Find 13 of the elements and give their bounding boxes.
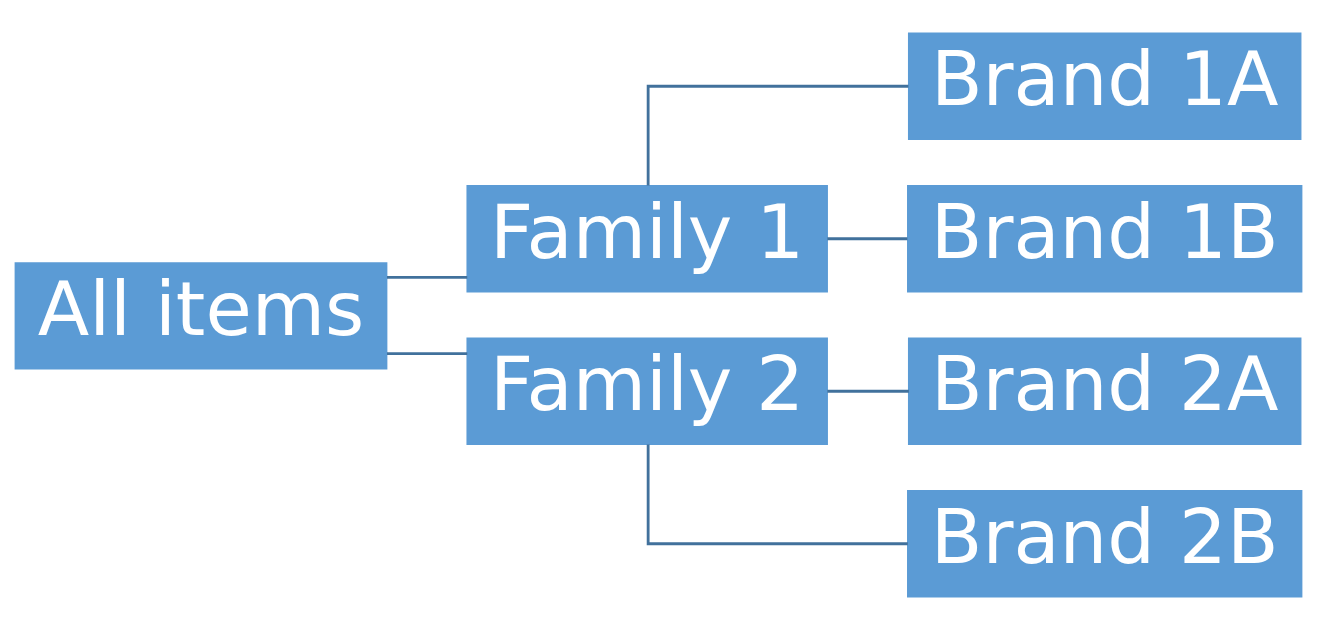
connector [827,237,908,241]
node-box: Brand 2A [907,337,1302,445]
node-box: Family 1 [466,185,828,293]
connector [387,352,468,355]
node-box: All items [14,262,388,370]
connector [646,444,908,546]
node-box: Brand 1B [907,185,1303,293]
connector [387,275,468,279]
connector [646,84,909,186]
node-box: Brand 2B [907,490,1303,598]
node-box: Family 2 [466,337,828,445]
connector [827,389,909,393]
node-box: Brand 1A [907,32,1302,140]
